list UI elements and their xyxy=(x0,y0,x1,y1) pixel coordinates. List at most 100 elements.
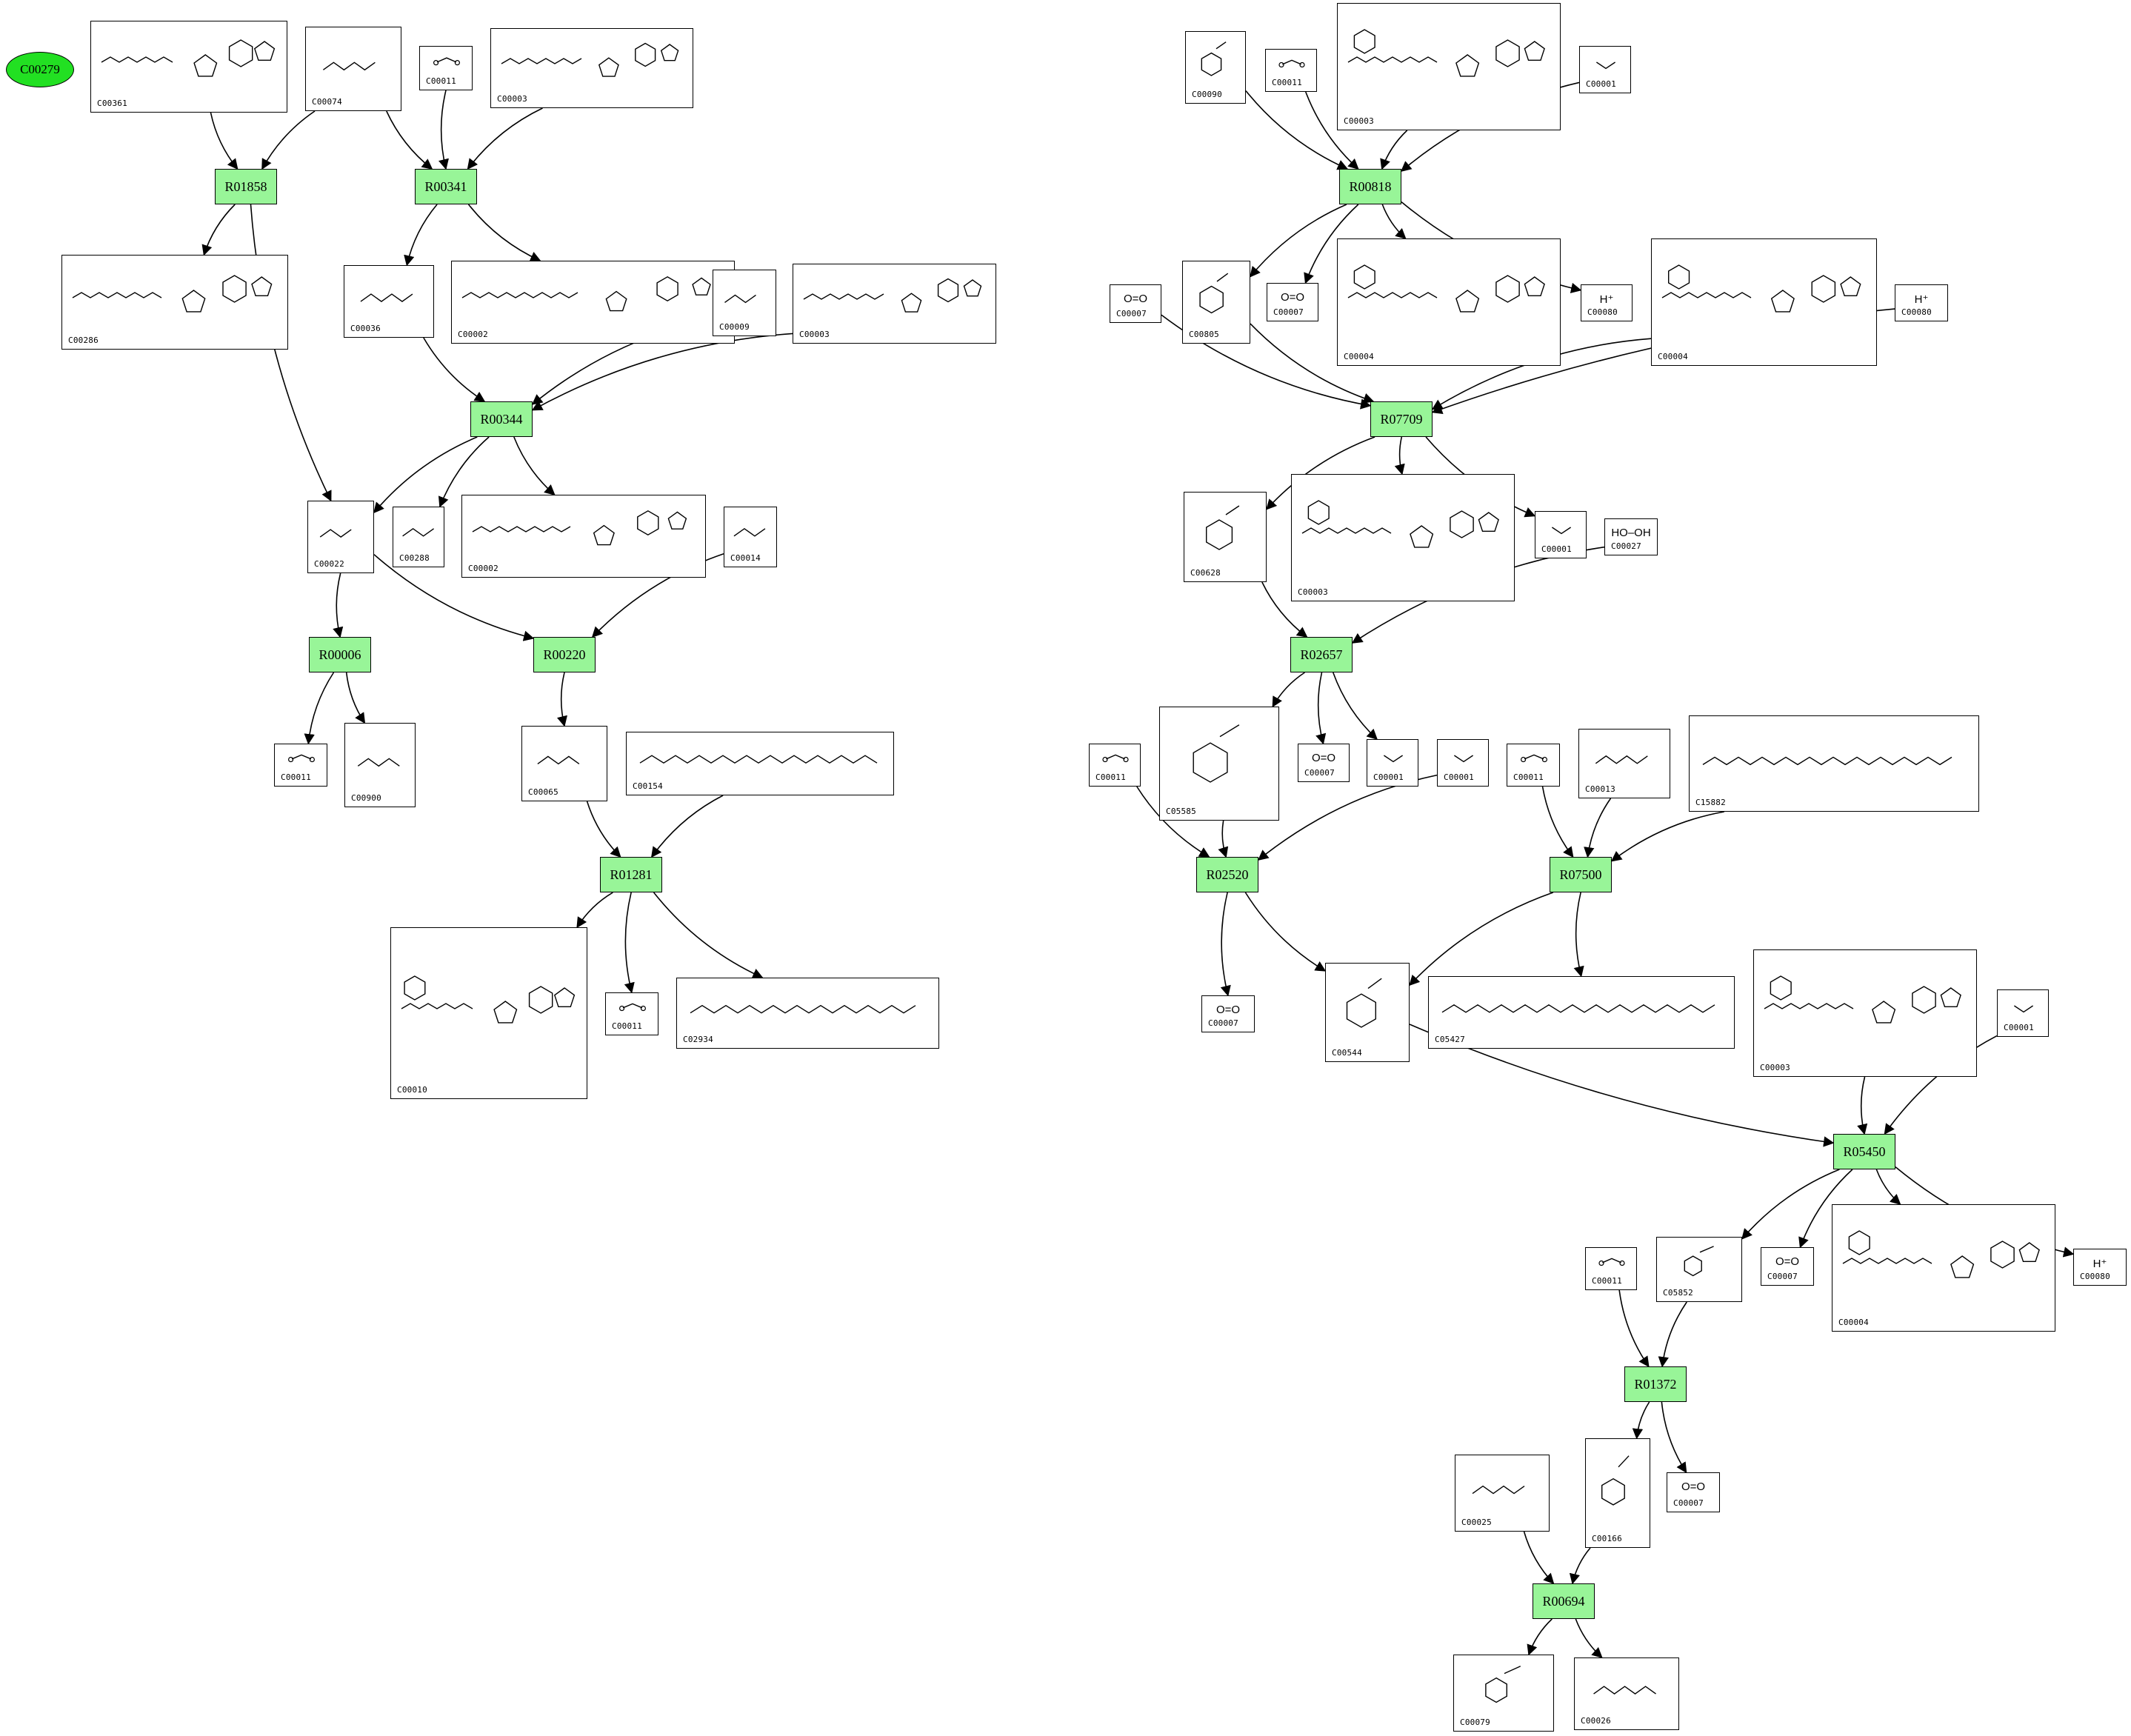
structure-drawing xyxy=(1601,1455,1630,1506)
compound-node[interactable]: C00036 xyxy=(344,265,434,338)
compound-node[interactable]: C00003 xyxy=(1753,949,1977,1077)
reaction-node[interactable]: R07500 xyxy=(1550,857,1612,892)
compound-node[interactable]: C00628 xyxy=(1184,492,1267,582)
compound-node[interactable]: C00014 xyxy=(724,507,777,567)
compound-node[interactable]: C00026 xyxy=(1574,1657,1679,1730)
reaction-edge xyxy=(650,795,724,858)
compound-node[interactable]: C00010 xyxy=(390,927,587,1099)
compound-node[interactable]: C00286 xyxy=(61,255,288,350)
reaction-edge xyxy=(1305,91,1359,170)
reaction-edge xyxy=(1658,1301,1687,1368)
compound-node[interactable]: C00166 xyxy=(1585,1438,1650,1548)
compound-node[interactable]: C00001 xyxy=(1437,739,1489,787)
compound-node[interactable]: C00011 xyxy=(605,992,658,1035)
reaction-node[interactable]: R00341 xyxy=(415,169,477,204)
compound-node[interactable]: C00001 xyxy=(1997,989,2049,1037)
structure-drawing xyxy=(433,57,461,66)
reaction-node[interactable]: R00694 xyxy=(1533,1583,1595,1619)
compound-node[interactable]: C00004 xyxy=(1337,238,1561,366)
compound-node[interactable]: C00003 xyxy=(1291,474,1515,601)
compound-node[interactable]: C00009 xyxy=(713,270,776,336)
compound-node[interactable]: C00288 xyxy=(393,507,444,567)
compound-node[interactable]: C00003 xyxy=(490,28,693,108)
reaction-edge xyxy=(1257,774,1438,861)
compound-id: C00007 xyxy=(1208,1018,1238,1028)
reaction-node[interactable]: R02657 xyxy=(1290,637,1353,672)
reaction-edge xyxy=(1250,204,1347,278)
structure-drawing xyxy=(1472,1485,1525,1495)
compound-node[interactable]: C00805 xyxy=(1182,261,1250,344)
compound-id: C00074 xyxy=(312,97,342,107)
compound-id: C00011 xyxy=(1095,772,1126,782)
compound-node[interactable]: C00011 xyxy=(1585,1247,1637,1290)
compound-node[interactable]: C00011 xyxy=(1265,49,1317,92)
compound-node[interactable]: C00001 xyxy=(1579,46,1631,93)
compound-node[interactable]: H⁺C00080 xyxy=(1895,284,1948,321)
compound-node[interactable]: C00002 xyxy=(451,261,735,344)
compound-node[interactable]: C00011 xyxy=(274,744,327,787)
compound-node[interactable]: C05427 xyxy=(1428,976,1735,1049)
compound-node[interactable]: C00002 xyxy=(461,495,706,578)
structure-drawing xyxy=(1201,41,1227,76)
reaction-node[interactable]: R02520 xyxy=(1196,857,1258,892)
compound-node[interactable]: C00001 xyxy=(1535,511,1587,558)
compound-node[interactable]: C00011 xyxy=(1089,744,1141,787)
compound-node[interactable]: C00065 xyxy=(521,726,607,801)
compound-node[interactable]: C00361 xyxy=(90,21,287,113)
structure-drawing xyxy=(2014,1005,2033,1013)
compound-node[interactable]: C00004 xyxy=(1832,1204,2055,1332)
root-compound-node[interactable]: C00279 xyxy=(6,52,74,87)
compound-node[interactable]: H⁺C00080 xyxy=(2073,1249,2127,1286)
structure-drawing xyxy=(1485,1666,1521,1703)
compound-node[interactable]: C05852 xyxy=(1656,1237,1742,1302)
compound-node[interactable]: C00900 xyxy=(344,723,416,807)
reaction-node[interactable]: R00344 xyxy=(470,401,533,437)
structure-drawing xyxy=(402,527,435,537)
reaction-node[interactable]: R01372 xyxy=(1624,1366,1687,1402)
compound-node[interactable]: C00003 xyxy=(793,264,996,344)
compound-node[interactable]: C00025 xyxy=(1455,1455,1550,1532)
reaction-node[interactable]: R07709 xyxy=(1370,401,1433,437)
compound-node[interactable]: C00011 xyxy=(419,46,473,90)
reaction-node[interactable]: R00006 xyxy=(309,637,371,672)
compound-node[interactable]: C00011 xyxy=(1507,744,1560,787)
reaction-edge xyxy=(1261,581,1308,638)
reaction-edge xyxy=(1661,1401,1687,1474)
compound-node[interactable]: C00013 xyxy=(1578,729,1670,798)
compound-node[interactable]: C00544 xyxy=(1325,963,1410,1062)
reaction-node[interactable]: R00220 xyxy=(533,637,596,672)
reaction-node[interactable]: R01858 xyxy=(215,169,277,204)
compound-node[interactable]: C00090 xyxy=(1185,31,1246,104)
reaction-node[interactable]: R00818 xyxy=(1339,169,1401,204)
reaction-node[interactable]: R05450 xyxy=(1833,1134,1895,1169)
compound-node[interactable]: C00022 xyxy=(307,501,374,573)
reaction-edge xyxy=(304,672,335,745)
compound-node[interactable]: C00004 xyxy=(1651,238,1877,366)
reaction-edge xyxy=(1875,1169,1901,1205)
compound-id: C00011 xyxy=(1513,772,1544,782)
compound-formula: O=O xyxy=(1280,291,1305,304)
compound-node[interactable]: C05585 xyxy=(1159,707,1279,821)
compound-node[interactable]: C00074 xyxy=(305,27,401,111)
compound-node[interactable]: C00154 xyxy=(626,732,894,795)
compound-node[interactable]: C00001 xyxy=(1367,739,1418,787)
structure-drawing xyxy=(1552,527,1571,535)
compound-id: C00544 xyxy=(1332,1048,1362,1058)
compound-node[interactable]: C15882 xyxy=(1689,715,1979,812)
compound-node[interactable]: C02934 xyxy=(676,978,939,1049)
structure-drawing xyxy=(724,294,756,304)
reaction-edge xyxy=(1394,436,1405,475)
reaction-node[interactable]: R01281 xyxy=(600,857,662,892)
compound-node[interactable]: C00003 xyxy=(1337,3,1561,130)
compound-node[interactable]: C00079 xyxy=(1453,1655,1554,1732)
compound-node[interactable]: H⁺C00080 xyxy=(1581,284,1633,321)
structure-drawing xyxy=(1347,264,1545,313)
reaction-edge xyxy=(210,112,239,170)
